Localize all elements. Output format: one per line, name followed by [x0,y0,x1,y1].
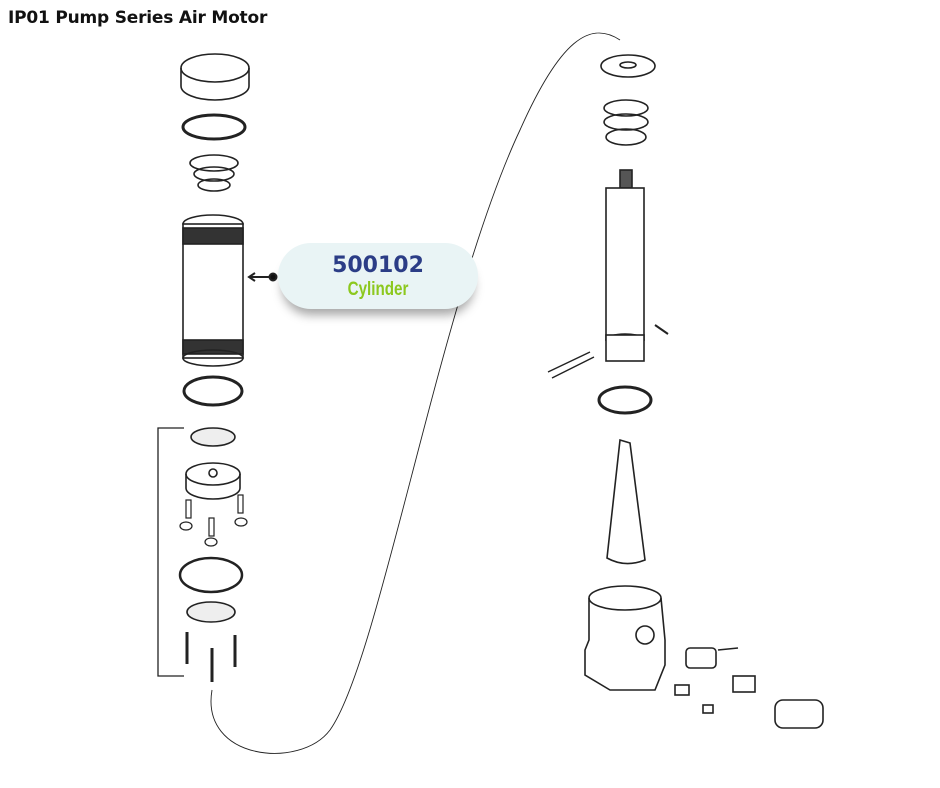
assembly-path-line [210,32,621,754]
cap-part [180,53,250,101]
valve-fittings-part [674,647,824,729]
seal-part [597,385,653,415]
screws-part [185,632,237,682]
callout-arrow [247,272,278,282]
piston-part [185,462,241,500]
cone-part [606,438,646,565]
o-ring-part [182,375,244,407]
part-name: Cylinder [347,279,409,300]
group-bracket [157,427,184,677]
diagram-title: IP01 Pump Series Air Motor [8,8,268,28]
plate-part [190,427,236,447]
piston-rod-part [605,169,645,362]
part-callout-cylinder[interactable]: 500102 Cylinder [278,243,478,309]
washer-part [600,54,656,78]
cylinder-part [182,214,244,367]
pins-part [179,494,248,547]
part-number: 500102 [332,253,424,278]
small-pin-part [654,324,669,335]
seal-ring-part [178,556,244,594]
bottom-plate-part [186,601,236,623]
pin-part [547,351,595,379]
spring-part-2 [603,99,649,146]
o-ring-part [181,113,247,141]
spring-part [189,154,239,192]
pump-body-part [584,585,666,691]
